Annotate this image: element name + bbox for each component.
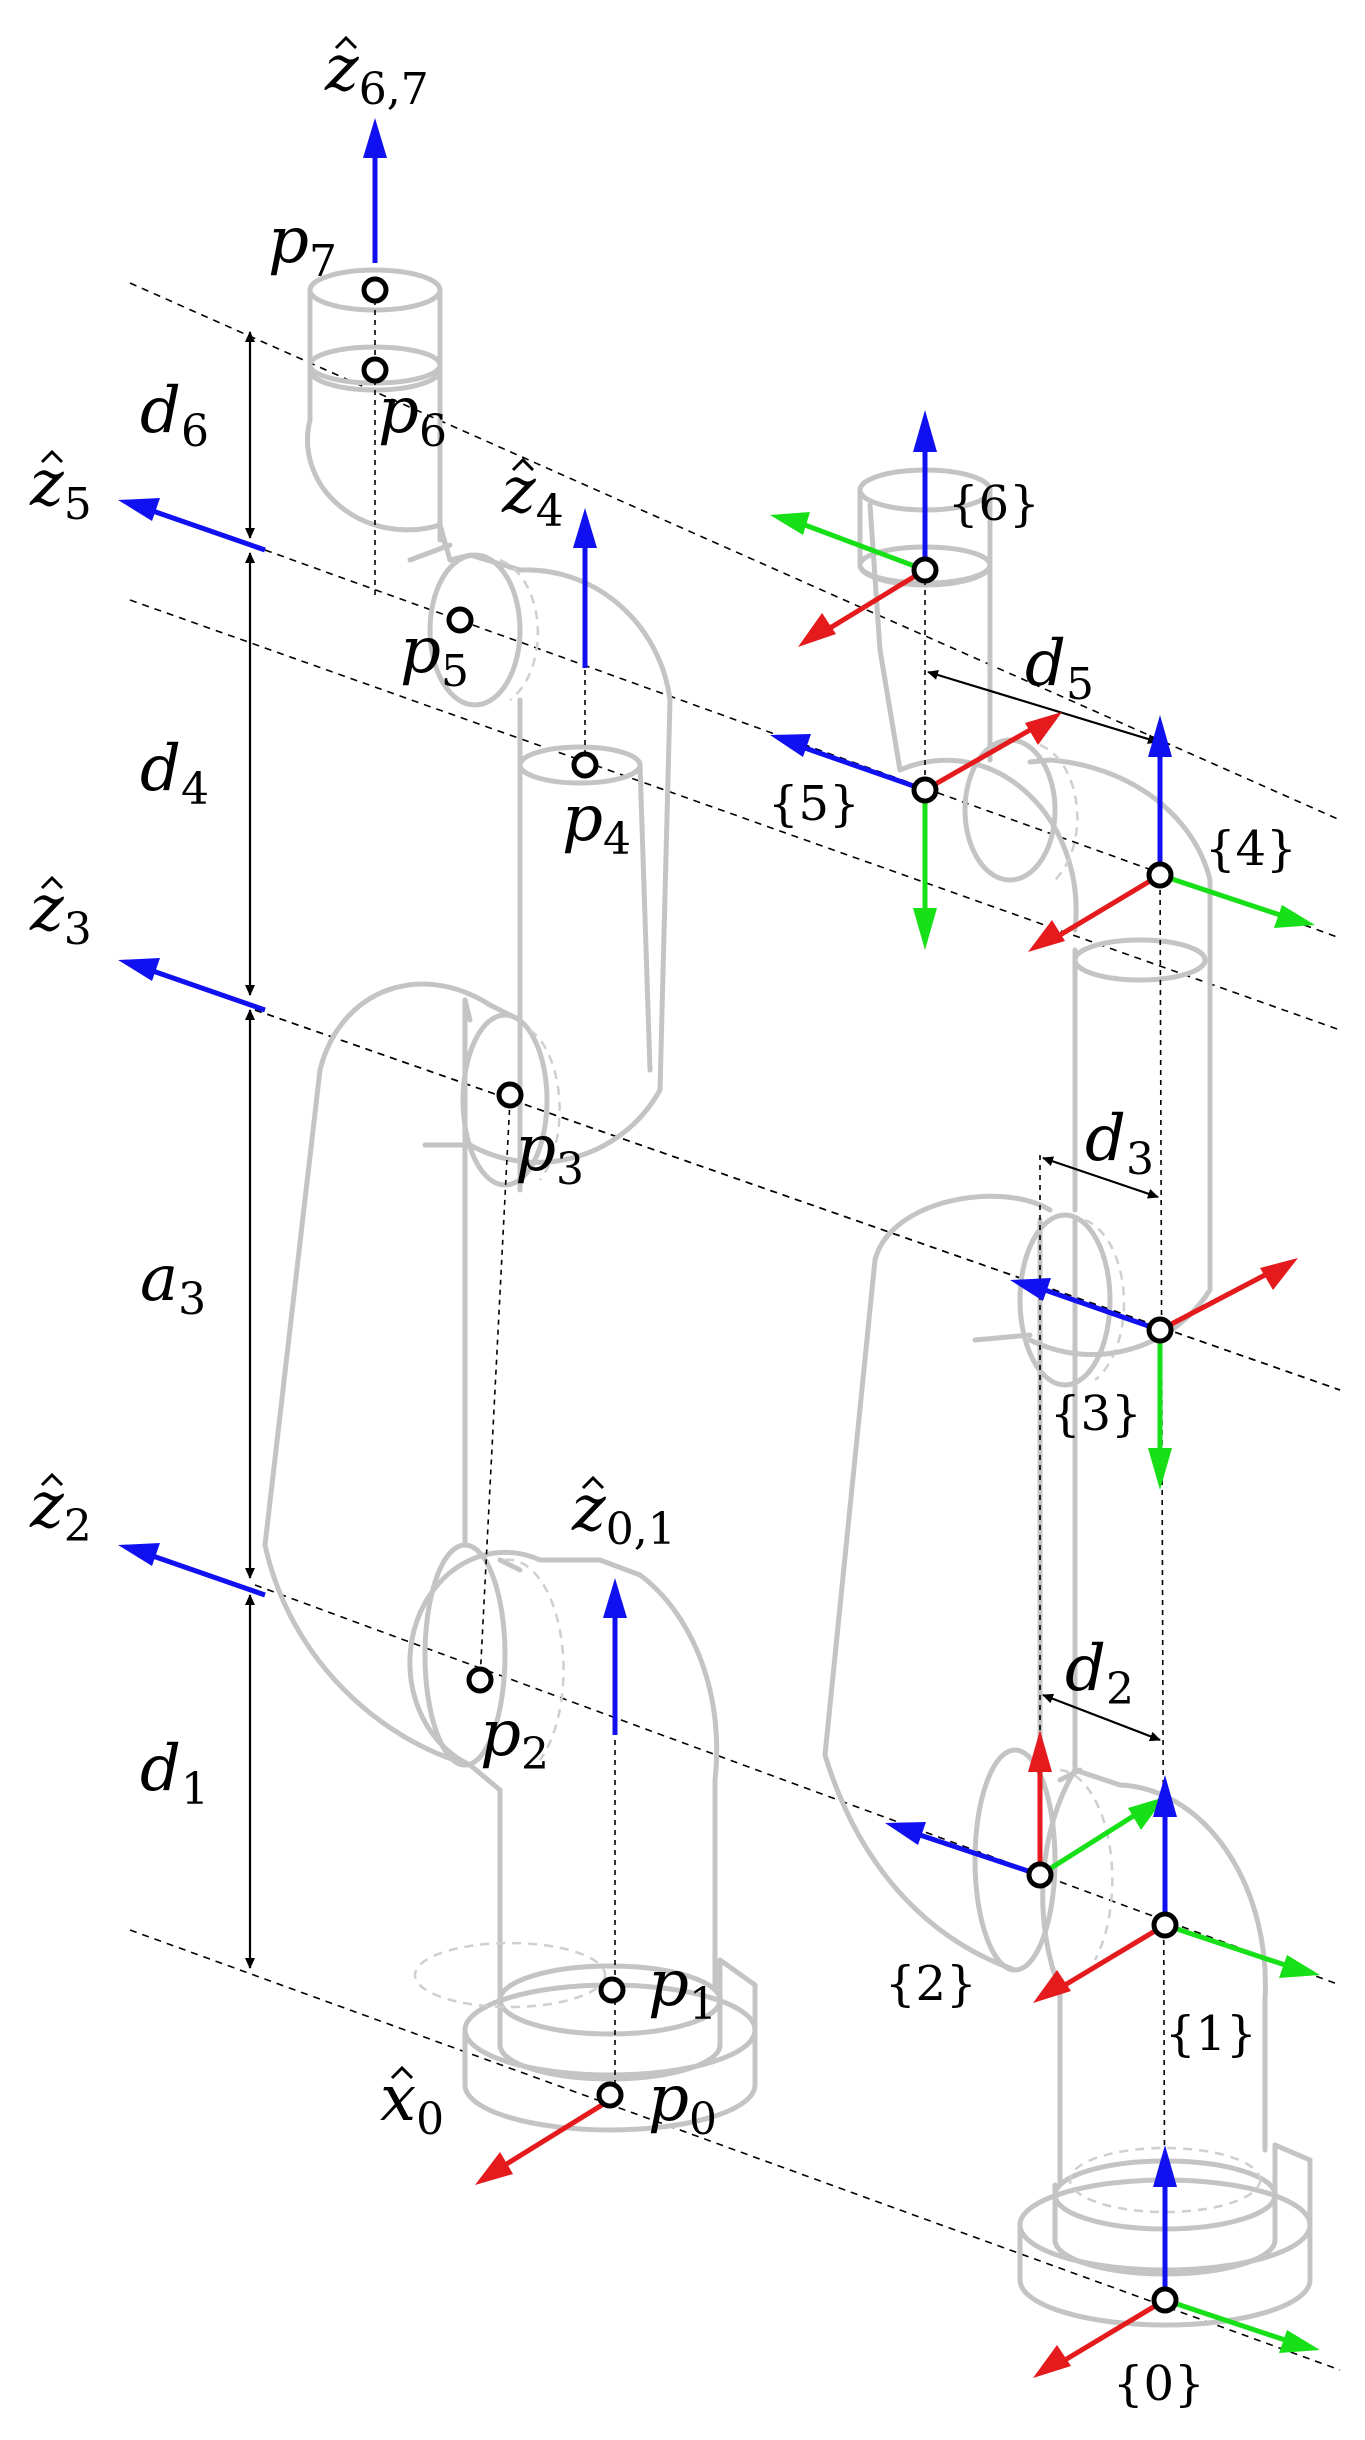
axis-labels: z6,7 z5 z4 z3 z2 z0,1 x0: [29, 32, 676, 2145]
point-p3: [496, 1081, 524, 1109]
label-d5: d5: [1025, 627, 1094, 710]
z01-axis-arrow: [603, 1578, 627, 1735]
frame-4-origin: [1146, 861, 1174, 889]
point-p5: [446, 606, 474, 634]
left-robot-outline: [262, 267, 758, 2133]
label-frame-3: {3}: [1050, 1386, 1142, 1442]
label-frame-2: {2}: [885, 1956, 977, 2012]
right-coordinate-frames: [770, 410, 1320, 2378]
point-p1: [598, 1976, 626, 2004]
frame-0-axes: [1033, 2145, 1320, 2378]
label-frame-5: {5}: [768, 776, 860, 832]
joint-dotted-lines: [374, 290, 1166, 2301]
right-robot-outline: [822, 467, 1313, 2328]
label-frame-6: {6}: [948, 476, 1040, 532]
label-z01: z0,1: [571, 1472, 676, 1555]
label-p4: p4: [562, 782, 631, 865]
z2-axis-arrow: [118, 1543, 266, 1598]
frame-labels: {6} {5} {4} {3} {2} {1} {0}: [768, 476, 1297, 2412]
label-d4: d4: [140, 732, 209, 815]
label-p2: p2: [480, 1697, 549, 1780]
frame-2-origin: [1026, 1861, 1054, 1889]
label-p6: p6: [378, 374, 447, 457]
label-p1: p1: [648, 1947, 717, 2030]
z67-axis-arrow: [363, 118, 387, 263]
label-z67: z6,7: [324, 32, 429, 115]
frame-3-origin: [1146, 1316, 1174, 1344]
label-p3: p3: [515, 1112, 584, 1195]
label-frame-0: {0}: [1113, 2356, 1205, 2412]
joint-points: [361, 276, 1179, 2314]
label-z4: z4: [501, 454, 564, 537]
z4-axis-arrow: [573, 508, 597, 668]
frame-6-axes: [770, 410, 937, 647]
label-d3: d3: [1085, 1102, 1154, 1185]
label-d1: d1: [140, 1732, 209, 1815]
label-z5: z5: [29, 447, 92, 530]
point-p0: [596, 2081, 624, 2109]
frame-4-axes: [1028, 715, 1315, 952]
label-z2: z2: [29, 1469, 92, 1552]
label-d6: d6: [140, 374, 209, 457]
dimension-labels: d6 d4 a3 d1 d5 d3 d2: [140, 374, 1154, 1815]
label-d2: d2: [1065, 1632, 1134, 1715]
frame-6-origin: [911, 556, 939, 584]
label-frame-4: {4}: [1205, 821, 1297, 877]
label-z3: z3: [29, 872, 92, 955]
label-frame-1: {1}: [1165, 2006, 1257, 2062]
frame-5-origin: [911, 776, 939, 804]
label-p7: p7: [268, 204, 337, 287]
dimension-arrows-right: [927, 670, 1161, 1742]
frame-0-origin: [1151, 2286, 1179, 2314]
point-p4: [571, 751, 599, 779]
label-p5: p5: [400, 614, 469, 697]
label-p0: p0: [648, 2062, 717, 2145]
z5-axis-arrow: [118, 498, 266, 553]
frame-2-axes: [885, 1730, 1165, 1878]
label-x0: x0: [380, 2062, 444, 2145]
label-a3: a3: [140, 1242, 206, 1325]
point-p2: [466, 1666, 494, 1694]
z3-axis-arrow: [118, 958, 266, 1013]
point-p6: [361, 356, 389, 384]
point-labels: p7 p6 p5 p4 p3 p2 p1 p0: [268, 204, 717, 2145]
frame-1-axes: [1033, 1775, 1320, 2003]
left-axis-arrows: [118, 118, 627, 2185]
frame-5-axes: [770, 712, 1062, 950]
x0-axis-arrow: [475, 2097, 612, 2185]
frame-1-origin: [1151, 1911, 1179, 1939]
point-p7: [361, 276, 389, 304]
frame-3-axes: [1010, 1258, 1298, 1490]
